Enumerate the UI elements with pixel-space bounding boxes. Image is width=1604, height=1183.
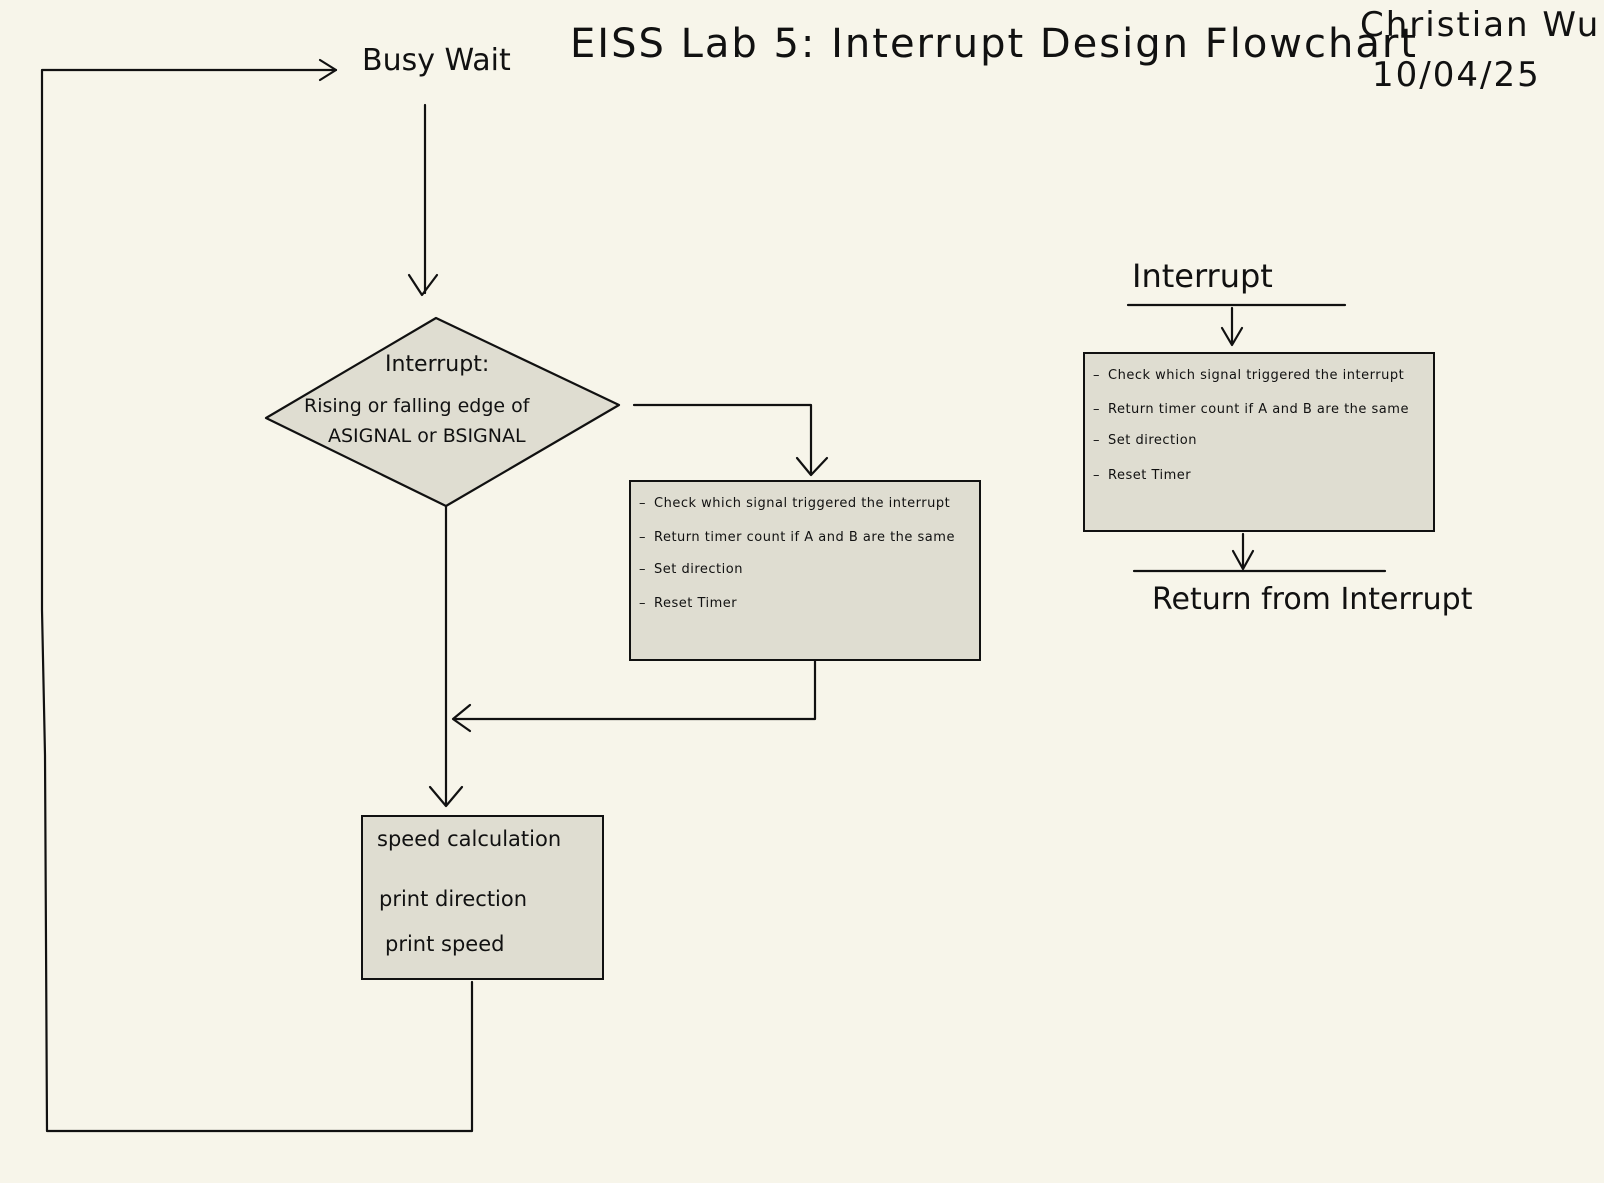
isr-box: –Check which signal triggered the interr… [1083, 352, 1435, 532]
isr-item-set-direction: –Set direction [1093, 433, 1197, 448]
handler-item-label: Reset Timer [654, 596, 738, 611]
decision-line-2: ASIGNAL or BSIGNAL [328, 425, 526, 447]
decision-line-1: Rising or falling edge of [304, 395, 530, 417]
dash-glyph: – [639, 596, 646, 611]
decision-to-handler-connector [632, 403, 813, 475]
print-speed-label: print speed [385, 932, 505, 956]
loop-back-connector [40, 68, 474, 1133]
dash-glyph: – [1093, 468, 1100, 483]
handler-item-check-signal: –Check which signal triggered the interr… [639, 496, 950, 511]
dash-glyph: – [639, 496, 646, 511]
handler-item-label: Set direction [654, 562, 743, 577]
isr-start-label: Interrupt [1132, 257, 1273, 295]
handler-return-connector [452, 659, 817, 721]
isr-start-arrowhead [1220, 326, 1244, 347]
decision-title: Interrupt: [385, 352, 490, 377]
handler-item-set-direction: –Set direction [639, 562, 743, 577]
decision-to-output-arrowhead [428, 785, 464, 808]
dash-glyph: – [639, 530, 646, 545]
isr-item-reset-timer: –Reset Timer [1093, 468, 1191, 483]
date-label: 10/04/25 [1372, 55, 1541, 95]
busy-wait-label: Busy Wait [362, 43, 511, 78]
author-name: Christian Wu [1360, 5, 1601, 45]
print-direction-label: print direction [379, 887, 528, 911]
isr-end-arrowhead [1231, 549, 1255, 571]
handler-item-reset-timer: –Reset Timer [639, 596, 737, 611]
dash-glyph: – [1093, 433, 1100, 448]
decision-to-handler-arrowhead [795, 456, 829, 477]
loop-back-arrowhead [318, 58, 338, 82]
page-title: EISS Lab 5: Interrupt Design Flowchart [570, 21, 1418, 67]
handler-item-return-timer: –Return timer count if A and B are the s… [639, 530, 955, 545]
isr-end-label: Return from Interrupt [1152, 582, 1473, 617]
isr-item-label: Set direction [1108, 433, 1197, 448]
dash-glyph: – [1093, 402, 1100, 417]
isr-item-check-signal: –Check which signal triggered the interr… [1093, 368, 1404, 383]
isr-item-label: Check which signal triggered the interru… [1108, 368, 1405, 383]
dash-glyph: – [1093, 368, 1100, 383]
handler-item-label: Return timer count if A and B are the sa… [654, 530, 955, 545]
handler-return-arrowhead [451, 703, 472, 733]
dash-glyph: – [639, 562, 646, 577]
speed-calculation-label: speed calculation [377, 827, 562, 851]
busy-wait-to-decision-arrowhead [407, 273, 439, 297]
isr-item-label: Reset Timer [1108, 468, 1192, 483]
isr-item-label: Return timer count if A and B are the sa… [1108, 402, 1409, 417]
output-box: speed calculation print direction print … [361, 815, 604, 980]
isr-item-return-timer: –Return timer count if A and B are the s… [1093, 402, 1409, 417]
handler-item-label: Check which signal triggered the interru… [654, 496, 951, 511]
interrupt-handler-box: –Check which signal triggered the interr… [629, 480, 981, 661]
